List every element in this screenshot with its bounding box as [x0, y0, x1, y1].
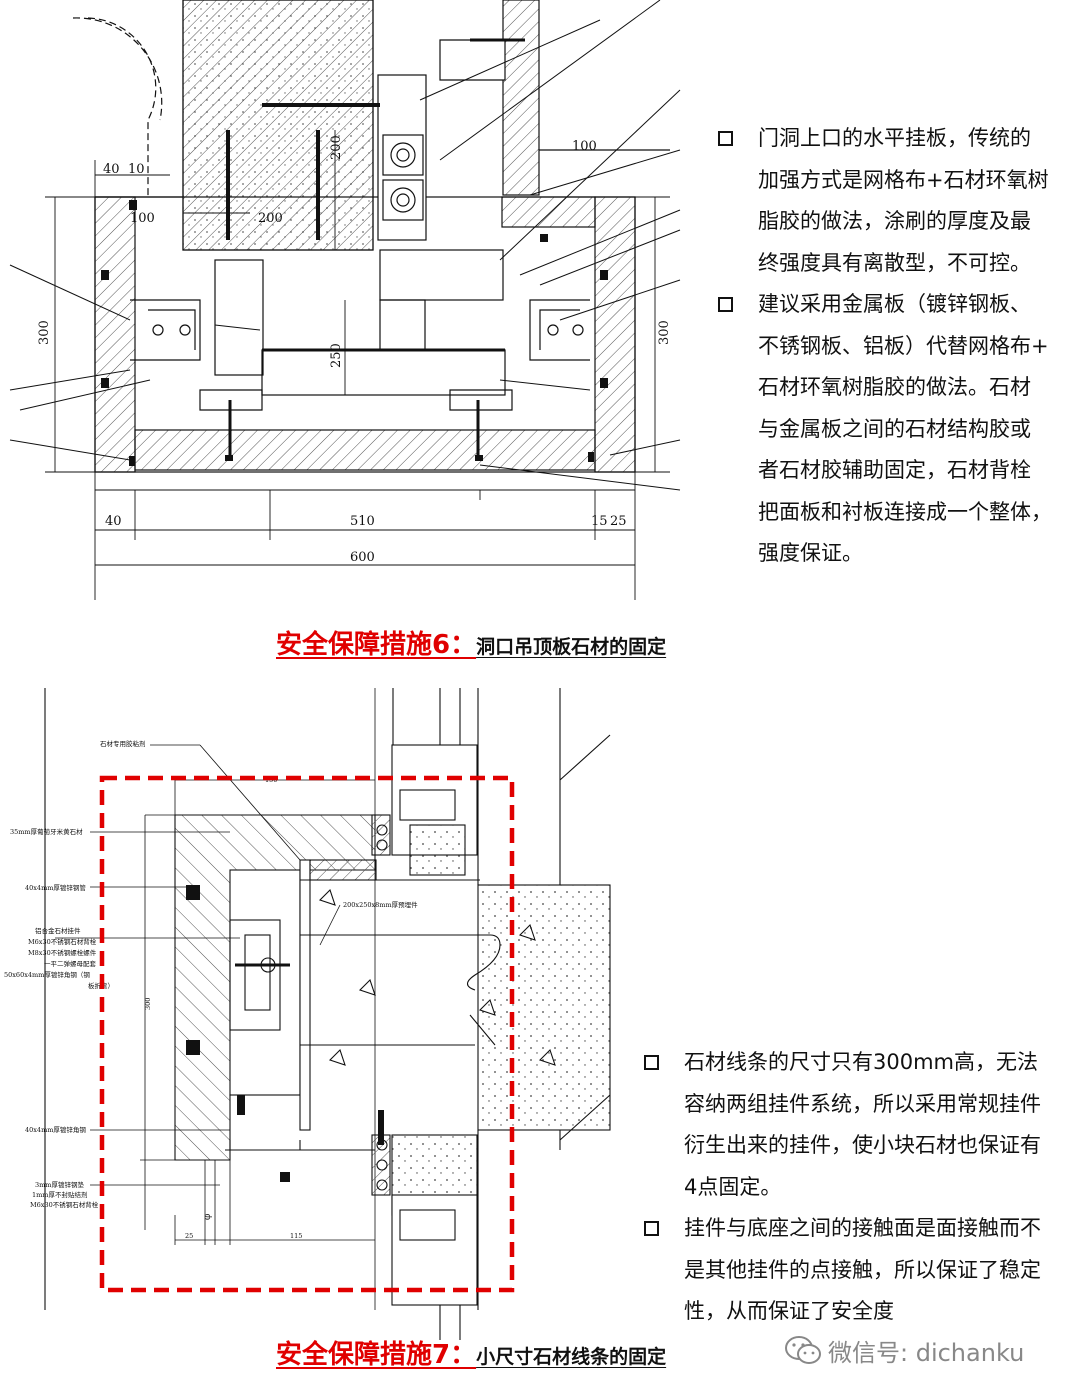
dim-510: 510: [350, 514, 375, 529]
caption-measure-6: 安全保障措施6：洞口吊顶板石材的固定: [276, 624, 666, 661]
watermark-text: 微信号: dichanku: [828, 1339, 1025, 1367]
dim-300-fig2: 300: [144, 998, 152, 1010]
dim-100-a: 100: [130, 211, 155, 226]
dim-300-right: 300: [657, 320, 672, 345]
dim-250: 250: [329, 343, 344, 368]
label-stone-adhesive: 石材专用胶粘剂: [100, 739, 146, 748]
dim-40-left: 40: [103, 162, 120, 177]
caption-7-lead: 安全保障措施7：: [276, 1340, 477, 1370]
dim-115-fig2: 115: [290, 1232, 302, 1240]
checkbox-square-icon: [718, 297, 733, 312]
caption-7-sub: 小尺寸石材线条的固定: [476, 1346, 667, 1368]
dim-10: 10: [128, 162, 145, 177]
section-2-notes: 石材线条的尺寸只有300mm高，无法 容纳两组挂件系统，所以采用常规挂件 衍生出…: [642, 1042, 1078, 1333]
svg-text:φ: φ: [203, 1214, 213, 1220]
figure-2-stone-trim-section: 石材专用胶粘剂 35mm厚葡萄牙米黄石材 40x4mm厚镀锌钢管 铝合金石材挂件…: [4, 688, 611, 1340]
note-1-2: 建议采用金属板（镀锌钢板、 不锈钢板、铝板）代替网格布+ 石材环氧树脂胶的做法。…: [716, 284, 1076, 575]
note-2-1: 石材线条的尺寸只有300mm高，无法 容纳两组挂件系统，所以采用常规挂件 衍生出…: [642, 1042, 1078, 1208]
checkbox-square-icon: [644, 1221, 659, 1236]
wechat-icon: [785, 1335, 821, 1364]
label-m6-back-bolt-2: M6x30不锈钢石材背栓: [30, 1200, 99, 1209]
label-angle-40x4: 40x4mm厚镀锌角钢: [25, 1125, 86, 1134]
label-angle-50x60: 50x60x4mm厚镀锌角钢（钢: [4, 970, 90, 979]
label-stone-35mm: 35mm厚葡萄牙米黄石材: [10, 827, 83, 836]
dim-200-b: 200: [329, 135, 344, 160]
checkbox-square-icon: [718, 131, 733, 146]
note-2-2: 挂件与底座之间的接触面是面接触而不 是其他挂件的点接触，所以保证了稳定 性，从而…: [642, 1208, 1078, 1333]
dim-25: 25: [610, 514, 627, 529]
caption-6-lead: 安全保障措施6：: [276, 630, 477, 660]
caption-measure-7: 安全保障措施7：小尺寸石材线条的固定: [276, 1334, 666, 1371]
dim-300-left: 300: [37, 320, 52, 345]
dim-15: 15: [591, 514, 608, 529]
caption-6-sub: 洞口吊顶板石材的固定: [476, 636, 667, 658]
section-1-notes: 门洞上口的水平挂板，传统的 加强方式是网格布+石材环氧树 脂胶的做法，涂刷的厚度…: [716, 118, 1076, 575]
label-steel-tube: 40x4mm厚镀锌钢管: [25, 883, 86, 892]
label-alu-hanger: 铝合金石材挂件: [35, 926, 81, 935]
figure-1-door-head-section: 40 10 100 100 200 200 300 300 250 40 510…: [9, 0, 681, 600]
label-steel-shim: 3mm厚镀锌钢垫: [35, 1180, 84, 1189]
label-m8-bolt: M8x30不锈钢螺栓螺件: [28, 948, 97, 957]
label-nut-set: 一平二弹螺母配套: [44, 959, 97, 968]
dim-40-bottom: 40: [105, 514, 122, 529]
label-m6-back-bolt: M6x30不锈钢石材背栓: [28, 937, 97, 946]
checkbox-square-icon: [644, 1055, 659, 1070]
label-embed-plate: 200x250x8mm厚预埋件: [343, 900, 418, 909]
dim-600: 600: [350, 550, 375, 565]
dim-25-fig2: 25: [185, 1232, 193, 1240]
wechat-watermark: 微信号: dichanku: [784, 1333, 1024, 1368]
label-no-adhesive: 1mm厚不封贴结剂: [32, 1190, 87, 1199]
highlight-box: [99, 775, 515, 1293]
dim-100-b: 100: [572, 139, 597, 154]
note-1-1: 门洞上口的水平挂板，传统的 加强方式是网格布+石材环氧树 脂胶的做法，涂刷的厚度…: [716, 118, 1076, 284]
dim-200-a: 200: [258, 211, 283, 226]
